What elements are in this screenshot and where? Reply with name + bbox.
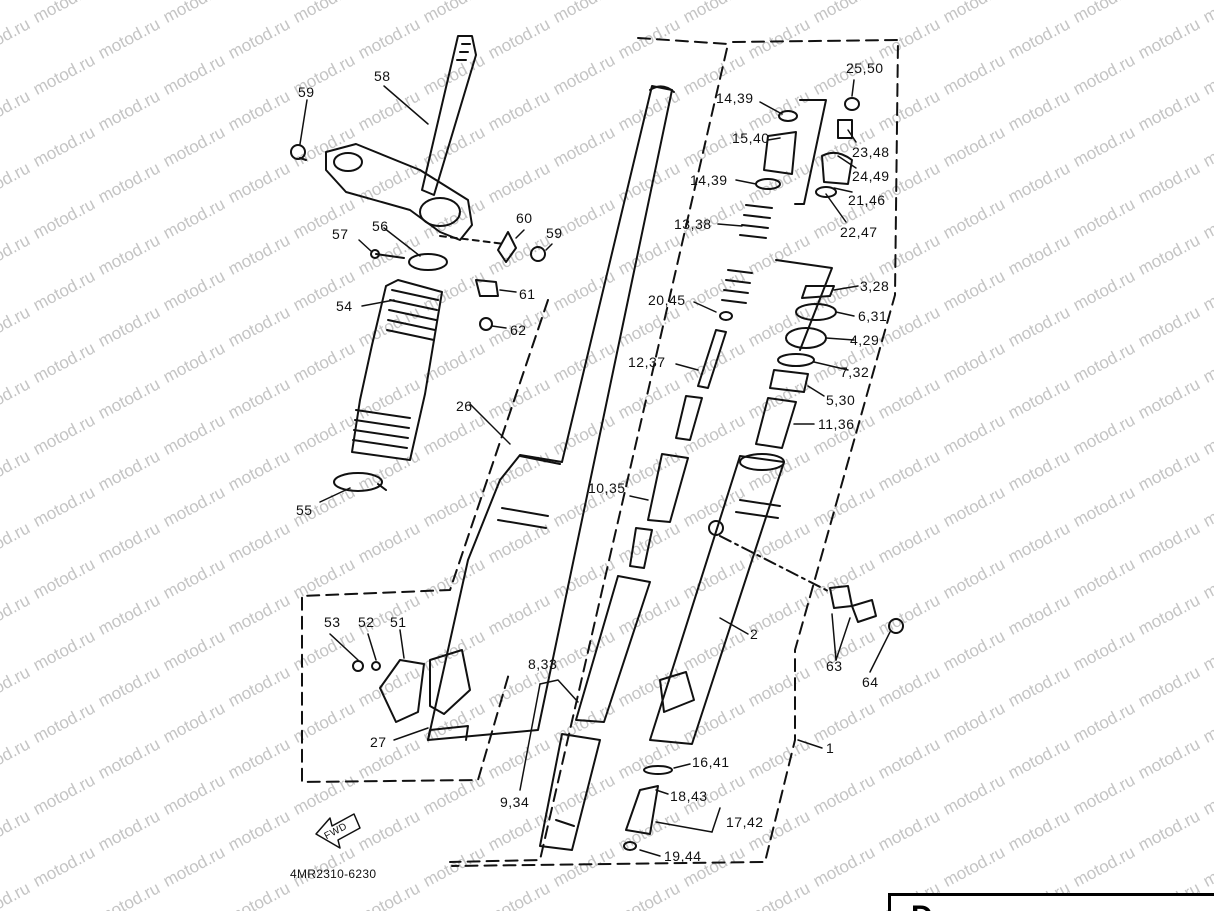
fork-boot [351,279,443,461]
steering-stem [421,35,477,196]
label-17-42: 17,42 [726,814,764,830]
label-51: 51 [390,614,407,630]
label-20-45: 20,45 [648,292,686,308]
corner-letter: D [911,902,933,911]
label-22-47: 22,47 [840,224,878,240]
seal-group-boundary [775,259,833,351]
label-61: 61 [519,286,536,302]
label-2: 2 [750,626,759,642]
label-15-40: 15,40 [732,130,770,146]
fwd-arrow-icon [315,813,361,849]
label-24-49: 24,49 [852,168,890,184]
label-63: 63 [826,658,843,674]
outer-tube [427,85,673,741]
label-53: 53 [324,614,341,630]
inner-tube [649,455,785,745]
label-52: 52 [358,614,375,630]
diagram-code: 4MR2310-6230 [290,867,377,881]
outer-tube-group-boundary [301,299,549,783]
label-59: 59 [298,84,315,100]
fork-assembly-boundary [451,39,899,867]
label-14-39: 14,39 [716,90,754,106]
label-57: 57 [332,226,349,242]
label-16-41: 16,41 [692,754,730,770]
label-25-50: 25,50 [846,60,884,76]
fork-assembly-boundary [449,37,729,863]
label-27: 27 [370,734,387,750]
label-56: 56 [372,218,389,234]
label-21-46: 21,46 [848,192,886,208]
label-55: 55 [296,502,313,518]
label-60: 60 [516,210,533,226]
label-62: 62 [510,322,527,338]
label-8-33: 8,33 [528,656,558,672]
cap-group-boundary [794,99,827,205]
label-1: 1 [826,740,835,756]
label-64: 64 [862,674,879,690]
label-5-30: 5,30 [826,392,856,408]
label-6-31: 6,31 [858,308,888,324]
label-11-36: 11,36 [818,416,855,432]
label-58: 58 [374,68,391,84]
label-10-35: 10,35 [588,480,626,496]
label-19-44: 19,44 [664,848,702,864]
label-23-48: 23,48 [852,144,890,160]
label-9-34: 9,34 [500,794,530,810]
label-7-32: 7,32 [840,364,870,380]
lower-bracket [325,143,473,241]
label-12-37: 12,37 [628,354,666,370]
label-4-29: 4,29 [850,332,880,348]
label-14-39b: 14,39 [690,172,728,188]
section-corner-tab: D [888,893,1214,911]
label-3-28: 3,28 [860,278,890,294]
label-26: 26 [456,398,473,414]
label-13-38: 13,38 [674,216,712,232]
label-59b: 59 [546,225,563,241]
label-54: 54 [336,298,353,314]
label-18-43: 18,43 [670,788,708,804]
